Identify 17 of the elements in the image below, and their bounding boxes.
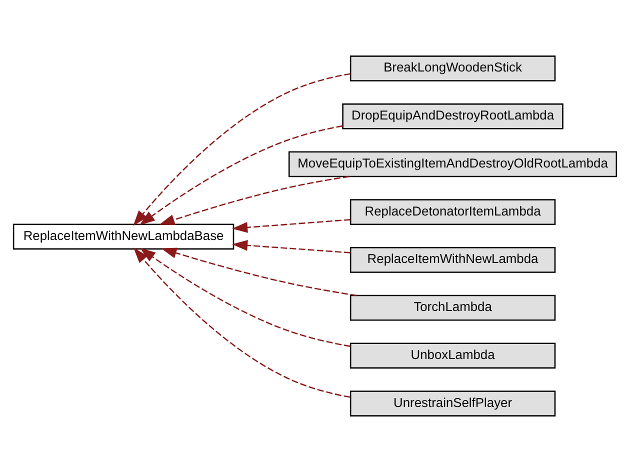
node-box: BreakLongWoodenStick [350,56,556,82]
node-box: UnboxLambda [350,342,556,369]
arrow [159,176,350,226]
node-box: TorchLambda [350,294,556,321]
arrow [133,73,351,226]
node-box: MoveEquipToExistingItemAndDestroyOldRootLambda [288,151,618,178]
arrow [161,248,357,296]
arrow [140,248,351,347]
node-box: ReplaceDetonatorItemLambda [350,199,556,225]
arrow [134,248,350,398]
arrow [232,240,350,254]
arrow [139,125,343,226]
node-box: ReplaceItemWithNewLambda [350,247,556,273]
node-box: DropEquipAndDestroyRootLambda [342,103,564,130]
arrow [232,219,350,233]
node-box: ReplaceItemWithNewLambdaBase [12,224,234,250]
node-box: UnrestrainSelfPlayer [350,390,556,416]
